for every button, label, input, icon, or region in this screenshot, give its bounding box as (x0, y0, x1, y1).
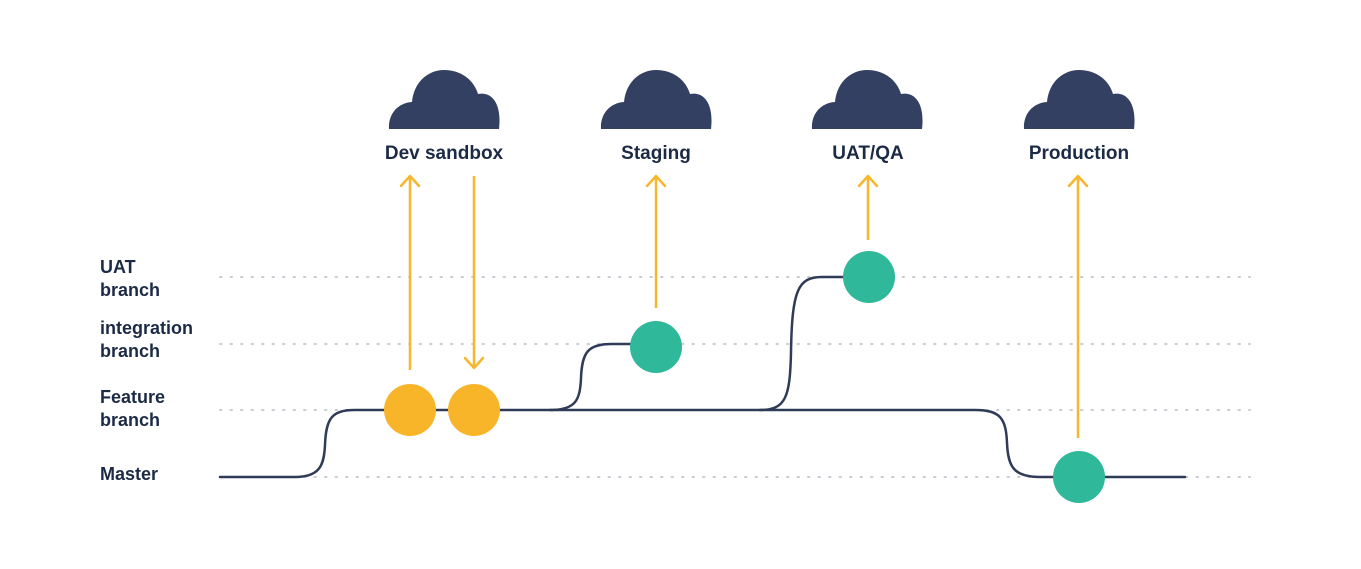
arrow-deploy-to-uat (857, 174, 879, 240)
env-label-staging: Staging (621, 143, 691, 164)
branch-label-feature-line2: branch (100, 410, 160, 430)
master-line-start (218, 408, 1187, 479)
branch-label-master-line1: Master (100, 464, 158, 484)
env-label-uat: UAT/QA (832, 143, 904, 164)
cloud-icon-production (1023, 70, 1135, 129)
arrow-deploy-to-dev (399, 174, 421, 370)
branch-label-integration-line2: branch (100, 341, 160, 361)
commit-node-master (1053, 451, 1105, 503)
branch-label-feature: Feature branch (100, 387, 170, 430)
uat-branch-line (758, 275, 850, 412)
integration-branch-line (548, 342, 636, 412)
cloud-icon-dev (388, 70, 500, 129)
arrow-pull-from-dev (463, 176, 485, 370)
branch-label-uat-line2: branch (100, 280, 160, 300)
cloud-icon-staging (600, 70, 712, 129)
branch-label-uat: UAT branch (100, 257, 160, 300)
cloud-icon-uat (811, 70, 923, 129)
commit-node-feature-1 (384, 384, 436, 436)
env-label-dev: Dev sandbox (385, 143, 504, 164)
commit-node-uat (843, 251, 895, 303)
branch-label-integration-line1: integration (100, 318, 193, 338)
branch-label-integration: integration branch (100, 318, 198, 361)
env-label-production: Production (1029, 143, 1129, 164)
commit-node-feature-2 (448, 384, 500, 436)
commit-node-integration (630, 321, 682, 373)
arrow-deploy-to-production (1067, 174, 1089, 438)
arrow-deploy-to-staging (645, 174, 667, 308)
branch-label-uat-line1: UAT (100, 257, 136, 277)
branch-label-master: Master (100, 464, 158, 484)
branch-label-feature-line1: Feature (100, 387, 165, 407)
